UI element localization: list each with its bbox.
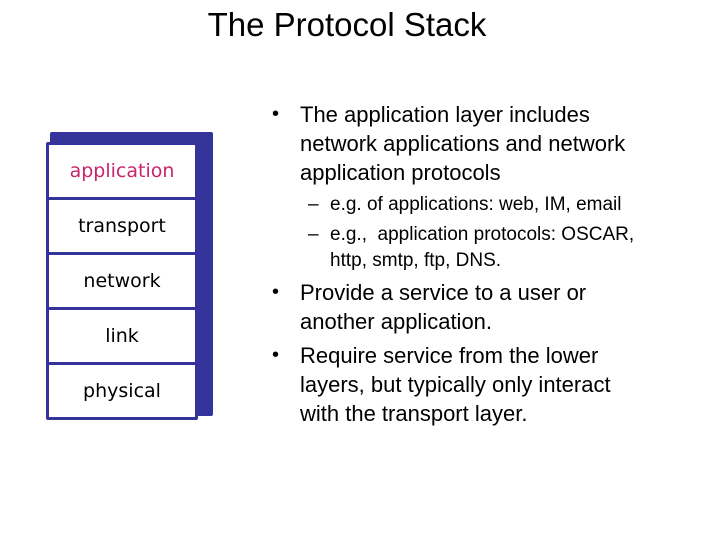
- stack-layer-network: network: [46, 252, 198, 310]
- bullet-item-require-service: • Require service from the lower layers,…: [272, 341, 676, 428]
- dash-marker: –: [308, 194, 319, 215]
- dash-marker: –: [308, 224, 319, 245]
- bullet-marker: •: [272, 344, 280, 366]
- bullet-list: • The application layer includes network…: [272, 100, 676, 433]
- stack-layer-application: application: [46, 142, 198, 200]
- stack-layer-transport: transport: [46, 197, 198, 255]
- slide-title: The Protocol Stack: [207, 6, 487, 43]
- sub-bullet-text: e.g. of applications: web, IM, email: [330, 194, 622, 215]
- bullet-item-application-layer: • The application layer includes network…: [272, 100, 676, 187]
- bullet-marker: •: [272, 103, 280, 125]
- sub-bullet-item-protocol-examples: – e.g., application protocols: OSCAR, ht…: [308, 222, 676, 274]
- sub-bullet-item-applications-examples: – e.g. of applications: web, IM, email: [308, 192, 676, 218]
- stack-layers: application transport network link physi…: [46, 142, 198, 420]
- stack-layer-link: link: [46, 307, 198, 365]
- bullet-text: The application layer includes network a…: [300, 102, 626, 185]
- bullet-text: Provide a service to a user or another a…: [300, 280, 587, 334]
- bullet-marker: •: [272, 281, 280, 303]
- stack-layer-physical: physical: [46, 362, 198, 420]
- bullet-item-provide-service: • Provide a service to a user or another…: [272, 278, 676, 336]
- bullet-text: Require service from the lower layers, b…: [300, 343, 611, 426]
- sub-bullet-text: e.g., application protocols: OSCAR, http…: [330, 224, 635, 271]
